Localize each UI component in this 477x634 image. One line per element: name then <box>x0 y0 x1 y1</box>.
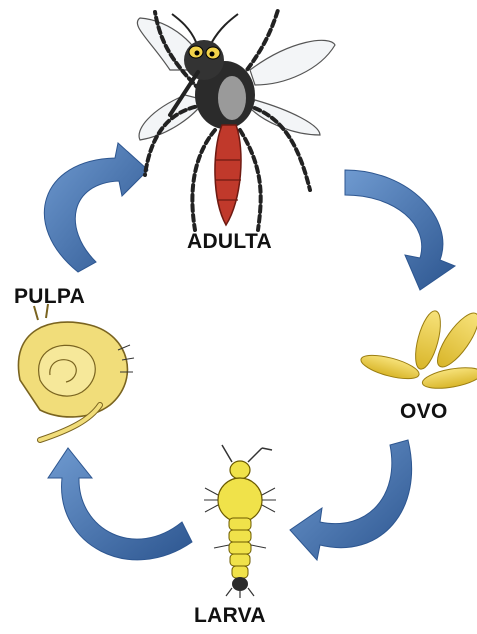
larva <box>204 445 276 598</box>
adult-mosquito <box>137 10 335 230</box>
pupa <box>18 304 134 440</box>
stage-label-larva: LARVA <box>194 604 266 628</box>
eggs <box>359 307 477 392</box>
arrow-adult-to-egg <box>345 170 455 290</box>
arrow-pupa-to-adult <box>44 143 148 272</box>
arrow-larva-to-pupa <box>48 448 192 560</box>
stage-label-egg: OVO <box>400 400 448 424</box>
stage-label-pupa: PULPA <box>14 285 85 309</box>
arrow-egg-to-larva <box>290 440 412 560</box>
stage-label-adult: ADULTA <box>187 230 272 254</box>
